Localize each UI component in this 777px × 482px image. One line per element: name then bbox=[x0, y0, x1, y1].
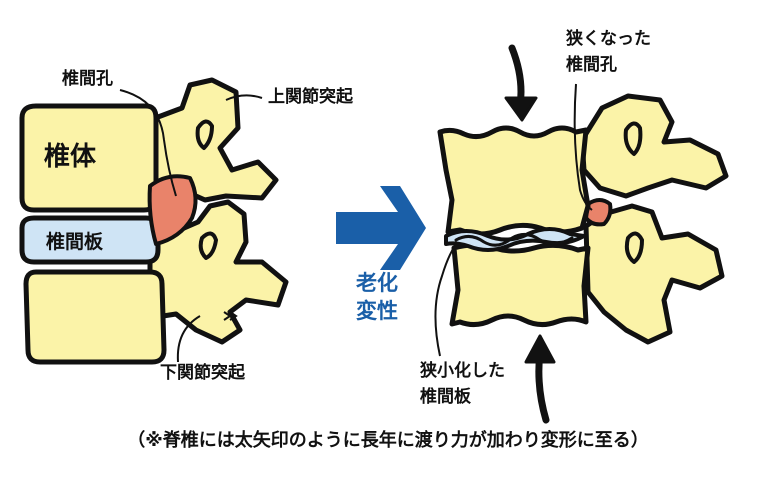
blue-arrow-icon bbox=[336, 186, 426, 270]
degenerated-facet-hole-upper bbox=[626, 123, 641, 154]
label-narrowed-foramen-1: 狭くなった bbox=[565, 28, 651, 49]
caption: （※脊椎には太矢印のように長年に渡り力が加わり変形に至る） bbox=[127, 429, 649, 451]
label-narrowed-disc-2: 椎間板 bbox=[419, 386, 472, 407]
degenerated-lower-body bbox=[452, 245, 588, 325]
degenerated-facet-hole-lower bbox=[627, 233, 642, 262]
label-superior-articular-process: 上関節突起 bbox=[268, 86, 354, 107]
degenerated-upper-body bbox=[440, 128, 588, 234]
label-degeneration: 変性 bbox=[356, 299, 398, 323]
arrow-down-head bbox=[506, 98, 536, 120]
degenerated-posterior-upper bbox=[582, 96, 726, 196]
label-narrowed-foramen-2: 椎間孔 bbox=[565, 54, 617, 75]
label-inferior-articular-process: 下関節突起 bbox=[160, 362, 246, 383]
arrow-up-head bbox=[526, 336, 554, 362]
degenerated-posterior-lower bbox=[586, 206, 722, 342]
label-aging: 老化 bbox=[356, 271, 398, 295]
label-vertebral-body: 椎体 bbox=[44, 142, 97, 172]
label-intervertebral-disc: 椎間板 bbox=[46, 230, 104, 253]
aging-arrow: 老化 変性 bbox=[336, 186, 426, 323]
label-narrowed-disc-1: 狭小化した bbox=[419, 360, 505, 381]
normal-spine bbox=[22, 80, 286, 362]
label-intervertebral-foramen: 椎間孔 bbox=[61, 68, 113, 89]
degenerated-spine bbox=[440, 96, 726, 342]
lower-vertebral-body bbox=[26, 272, 164, 362]
